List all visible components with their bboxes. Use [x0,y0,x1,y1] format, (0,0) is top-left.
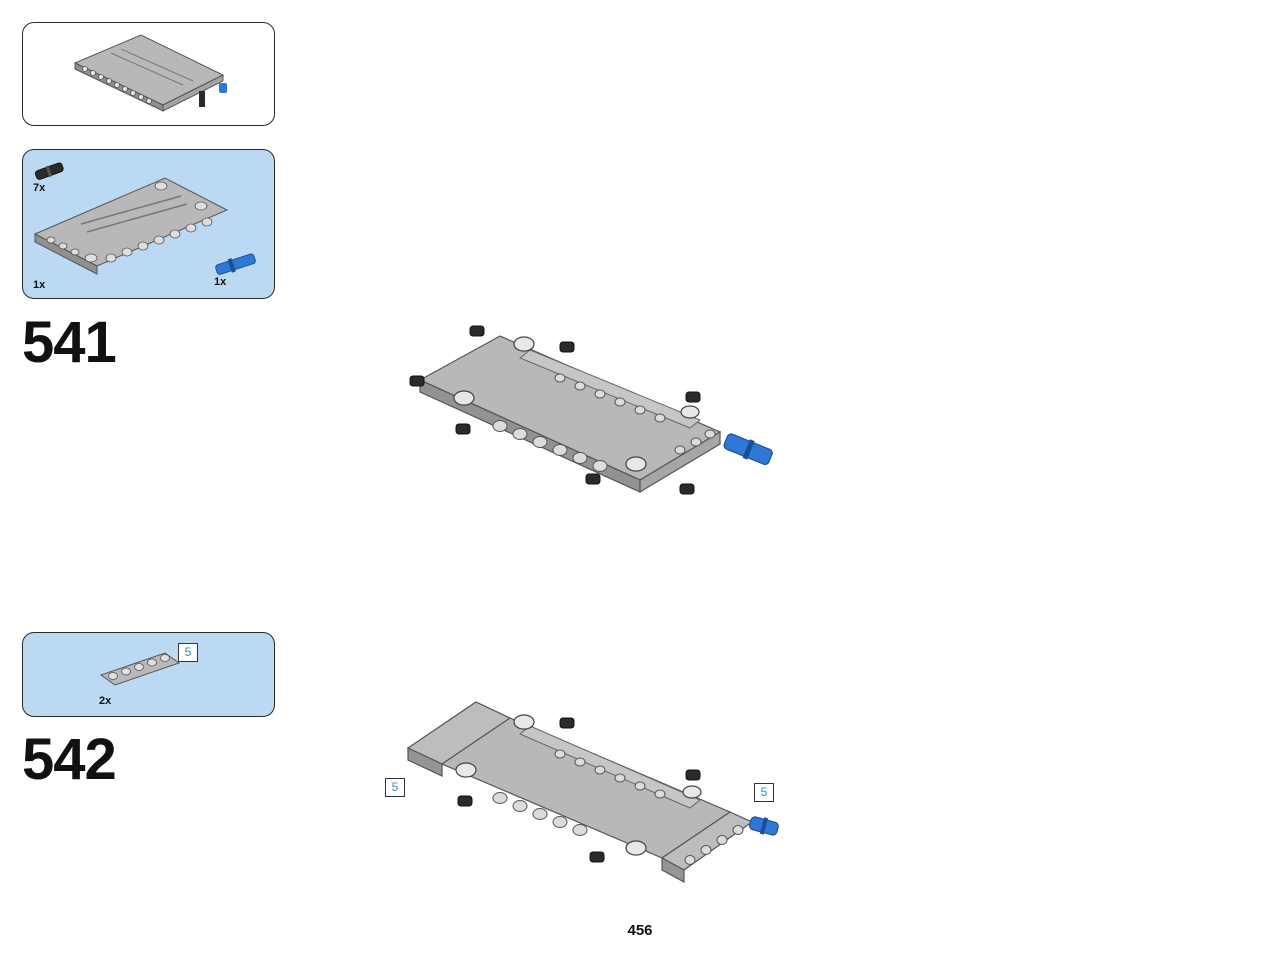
step-542-parts-list: 5 2x [22,632,275,717]
gray-panel-frame-icon [33,177,229,275]
beam-length-callout: 5 [385,778,405,797]
part-qty: 2x [99,695,112,707]
submodel-thumbnail-panel [22,22,275,126]
part-qty: 1x [33,279,46,291]
blue-axle-pin-icon [215,253,256,275]
black-friction-pin-icon [34,162,64,180]
beam-length-callout: 5 [754,783,774,802]
step-number: 542 [22,727,117,792]
step-541-assembly-illustration [409,325,773,495]
part-qty: 7x [33,182,46,194]
step-542-assembly-illustration [406,701,779,884]
part-qty: 1x [214,276,227,288]
step-541-parts-list: 7x 1x 1x [22,149,275,299]
beam-length-label: 5 [178,643,198,662]
step-number: 541 [22,310,117,375]
page-number: 456 [627,922,653,939]
gray-5-beam-icon [99,652,181,686]
assembled-frame-thumbnail [73,34,227,112]
